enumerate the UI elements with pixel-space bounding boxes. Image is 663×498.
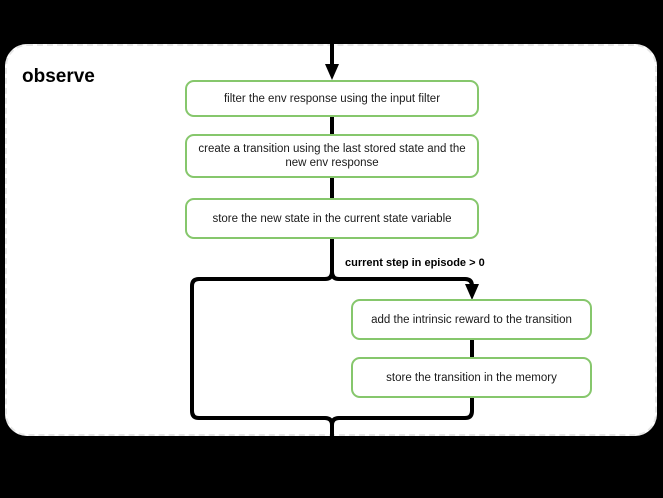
node-label: store the transition in the memory: [386, 371, 557, 384]
node-label: create a transition using the last store…: [198, 143, 466, 169]
node-add-intrinsic-reward[interactable]: add the intrinsic reward to the transiti…: [351, 299, 592, 340]
node-label: filter the env response using the input …: [223, 92, 441, 105]
node-label: store the new state in the current state…: [212, 212, 452, 225]
node-store-new-state[interactable]: store the new state in the current state…: [185, 198, 479, 239]
node-filter-env-response[interactable]: filter the env response using the input …: [185, 80, 479, 117]
node-label: add the intrinsic reward to the transiti…: [371, 313, 572, 326]
node-create-transition[interactable]: create a transition using the last store…: [185, 134, 479, 178]
group-title: observe: [22, 66, 95, 87]
node-store-transition-memory[interactable]: store the transition in the memory: [351, 357, 592, 398]
edge-label-condition: current step in episode > 0: [345, 257, 485, 269]
